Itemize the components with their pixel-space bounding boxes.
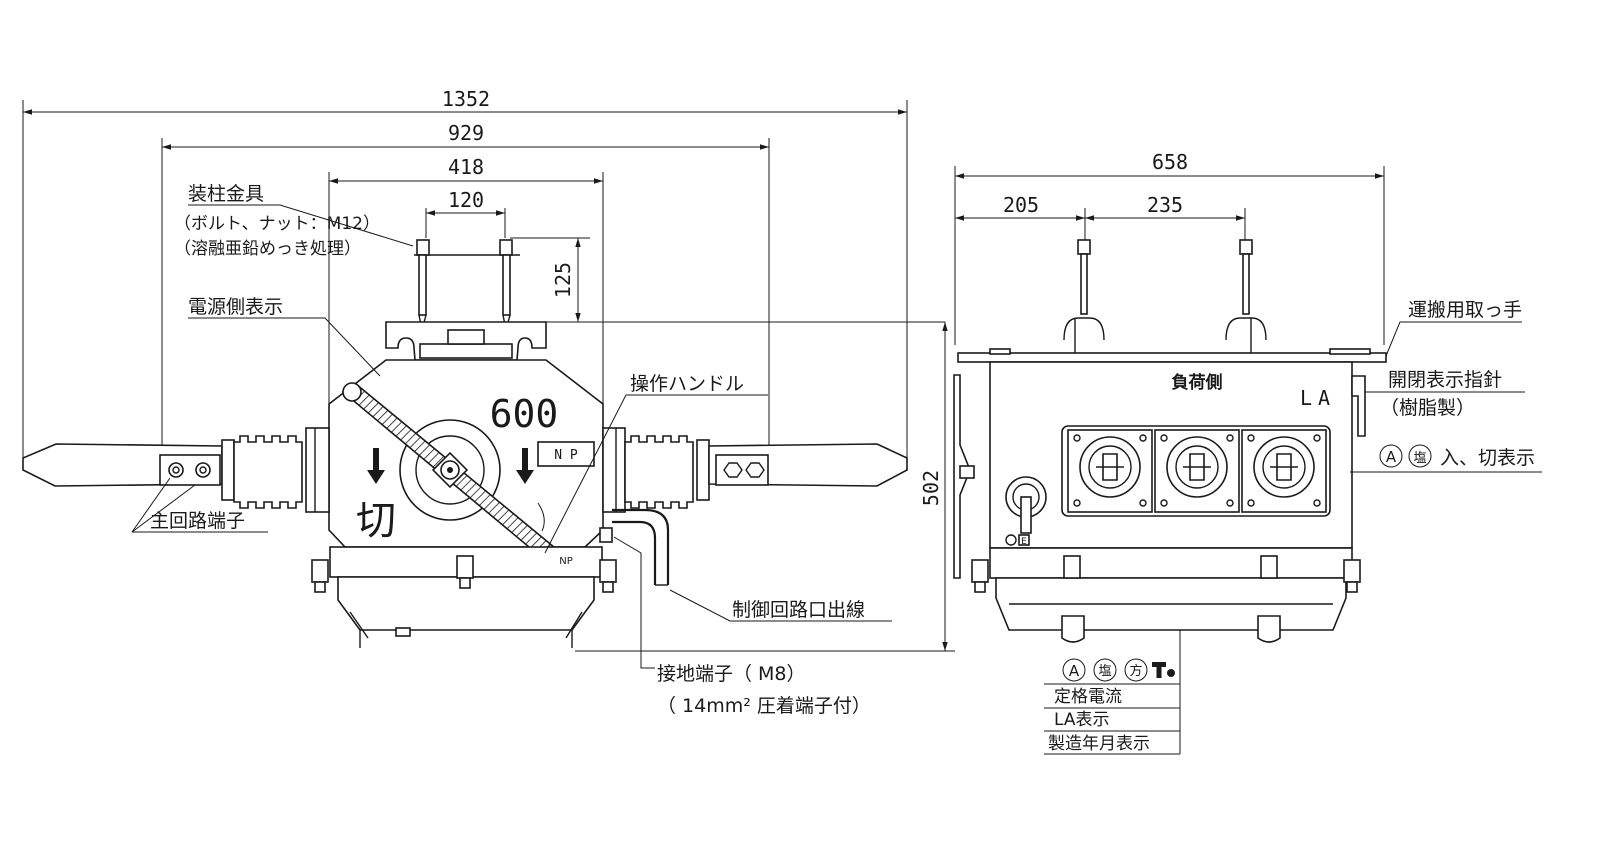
label-control-wire: 制御回路口出線 [732, 599, 865, 621]
symbol-hou: 方 [1129, 663, 1142, 679]
symbol-a: A [1386, 448, 1397, 466]
dim-418: 418 [448, 155, 484, 179]
nameplate-symbols [1062, 658, 1175, 682]
label-pole-fitting-note2: （溶融亜鉛めっき処理） [174, 239, 361, 259]
dim-929: 929 [448, 121, 484, 145]
np-mark: N P [554, 448, 578, 463]
label-indicator: 開閉表示指針 [1388, 369, 1502, 391]
label-source-side: 電源側表示 [188, 296, 283, 318]
dim-502: 502 [919, 470, 943, 506]
circle-hou-icon [1124, 658, 1148, 682]
np-small-mark: NP [559, 556, 573, 567]
side-dimensions [954, 166, 1385, 345]
left-bushing [22, 427, 330, 513]
outlet-1 [1067, 429, 1153, 513]
label-main-terminal: 主回路端子 [150, 510, 245, 532]
circle-a-icon [1379, 444, 1403, 468]
side-hooks [1063, 239, 1267, 362]
label-pole-fitting: 装柱金具 [188, 183, 264, 205]
dim-120: 120 [448, 188, 484, 212]
off-mark: 切 [356, 498, 396, 544]
circle-a-icon-2 [1062, 658, 1086, 682]
dim-658: 658 [1152, 150, 1188, 174]
symbol-a-2: A [1069, 662, 1080, 680]
side-leaders [1044, 321, 1542, 755]
outlet-3 [1241, 429, 1327, 513]
right-bushing [602, 427, 908, 513]
tc-mark-icon [1152, 662, 1166, 678]
front-leaders [131, 204, 892, 669]
symbol-shio-2: 塩 [1098, 664, 1111, 679]
symbol-shio: 塩 [1413, 451, 1426, 466]
side-view [953, 239, 1387, 643]
label-on-off-display: 入、切表示 [1440, 447, 1535, 469]
label-indicator-note: （樹脂製） [1380, 397, 1475, 419]
label-operating-handle: 操作ハンドル [630, 373, 744, 395]
e-mark: E [1021, 537, 1027, 547]
rating-mark: 600 [490, 392, 559, 436]
label-carry-handle: 運搬用取っ手 [1408, 299, 1522, 321]
label-pole-fitting-note1: （ボルト、ナット：M12） [174, 214, 380, 234]
label-mfg-date: 製造年月表示 [1048, 734, 1150, 754]
label-ground-terminal-note: （ 14mm² 圧着端子付） [657, 695, 871, 717]
label-rated-current: 定格電流 [1054, 687, 1122, 707]
dim-125: 125 [551, 262, 575, 298]
dim-1352: 1352 [442, 87, 490, 111]
on-off-symbols [1379, 444, 1432, 468]
pole-fitting [414, 239, 520, 331]
label-la-display: LA表示 [1054, 710, 1110, 730]
label-ground-terminal: 接地端子（ M8） [657, 663, 806, 685]
outlet-2 [1154, 429, 1240, 513]
circle-shio-icon [1408, 444, 1432, 468]
front-view [22, 239, 908, 648]
dim-235: 235 [1147, 193, 1183, 217]
circle-shio-icon-2 [1093, 658, 1117, 682]
load-side-mark: 負荷側 [1172, 372, 1223, 393]
la-mark: LA [1300, 386, 1336, 410]
dim-205: 205 [1003, 193, 1039, 217]
front-dimensions [22, 100, 955, 652]
